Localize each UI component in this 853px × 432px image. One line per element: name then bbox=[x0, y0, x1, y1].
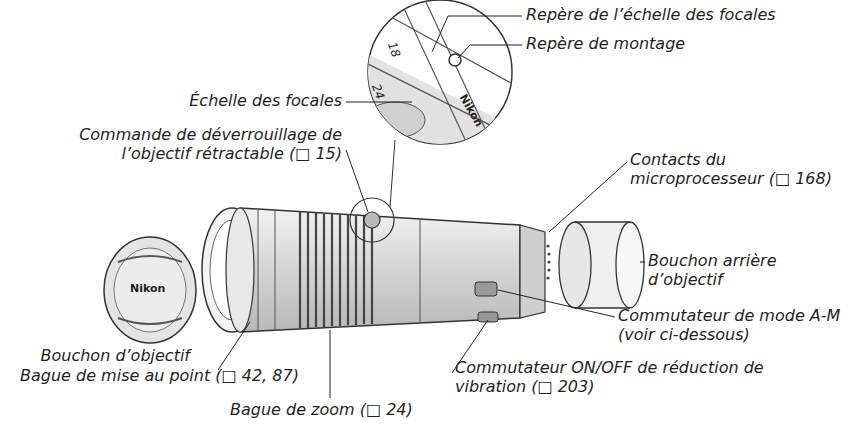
brand-mark: Nikon bbox=[130, 282, 190, 295]
lens-barrel bbox=[226, 208, 551, 332]
part-label: Contacts du microprocesseur (□ 168) bbox=[630, 150, 850, 188]
part-label: Bouchon d’objectif bbox=[20, 346, 190, 365]
part-label: Repère de montage bbox=[526, 34, 846, 53]
part-label: Commutateur de mode A-M (voir ci-dessous… bbox=[618, 306, 848, 344]
part-label: Commande de déverrouillage de l’objectif… bbox=[20, 125, 342, 163]
part-label: Bague de mise au point (□ 42, 87) bbox=[20, 366, 320, 385]
rear-cap bbox=[559, 222, 644, 308]
lens-cap bbox=[104, 237, 196, 343]
part-label: Bague de zoom (□ 24) bbox=[230, 400, 460, 419]
leader-lines bbox=[218, 16, 645, 398]
part-label: Repère de l’échelle des focales bbox=[526, 5, 846, 24]
part-label: Échelle des focales bbox=[140, 91, 342, 110]
part-label: Commutateur ON/OFF de réduction de vibra… bbox=[455, 358, 795, 396]
part-label: Bouchon arrière d’objectif bbox=[648, 251, 848, 289]
